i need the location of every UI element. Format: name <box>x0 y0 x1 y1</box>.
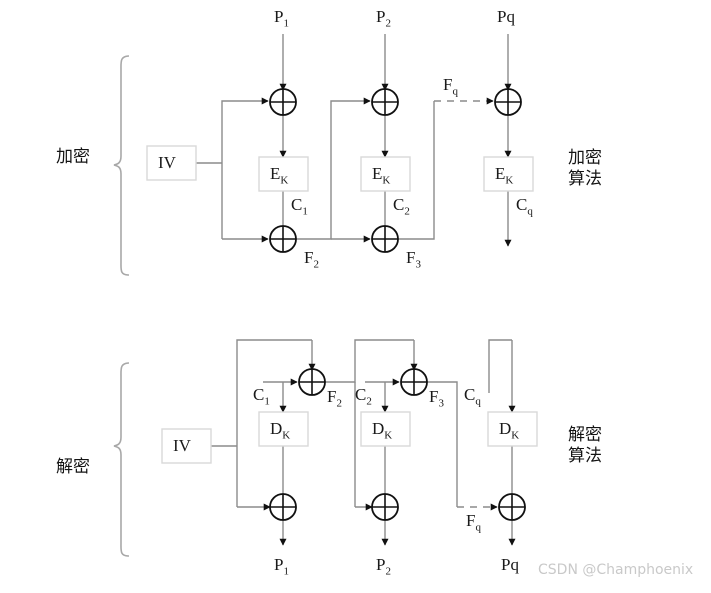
section-label-encryption: 加密 <box>56 147 90 167</box>
right-label-decryption-line1: 解密 <box>568 425 602 445</box>
encryption-xor-crosses <box>270 89 521 252</box>
wire-f3-feedback-rail <box>385 101 435 240</box>
dk-box-2 <box>360 411 411 447</box>
label-p2-output: P2 <box>376 555 391 578</box>
wire-iv-feedback-rail <box>221 97 269 239</box>
wire-cq-branch-dec <box>488 339 512 393</box>
label-f3-encrypt: F3 <box>406 248 421 271</box>
label-dk-1: DK <box>270 419 291 442</box>
label-dk-2: DK <box>372 419 393 442</box>
label-iv-encrypt: IV <box>158 153 176 172</box>
ek-box-q <box>483 156 534 192</box>
csdn-watermark: CSDN @Champhoenix <box>538 562 694 578</box>
label-cq-encrypt: Cq <box>516 195 533 218</box>
label-p1-output: P1 <box>274 555 289 578</box>
label-c2-encrypt: C2 <box>393 195 410 218</box>
dk-box-q <box>487 411 538 447</box>
label-c1-encrypt: C1 <box>291 195 308 218</box>
encryption-wires <box>196 34 512 247</box>
wire-f2-rail-dec <box>325 339 414 383</box>
label-f3-decrypt: F3 <box>429 387 444 410</box>
label-pq-output: Pq <box>501 555 519 574</box>
iv-box-decrypt <box>161 428 212 464</box>
iv-box-encrypt <box>146 145 197 181</box>
right-label-decryption-line2: 算法 <box>568 446 602 466</box>
label-f2-encrypt: F2 <box>304 248 319 271</box>
brace-decryption <box>113 362 130 557</box>
label-ek-1: EK <box>270 164 289 187</box>
right-label-encryption: 加密 算法 <box>568 148 602 190</box>
label-fq-decrypt: Fq <box>466 511 481 534</box>
wire-iv-feedback-rail-dec <box>236 339 312 507</box>
label-ek-2: EK <box>372 164 391 187</box>
label-iv-decrypt: IV <box>173 436 191 455</box>
brace-encryption <box>113 55 130 276</box>
label-c2-decrypt: C2 <box>355 385 372 408</box>
decryption-xor-crosses <box>270 369 525 520</box>
section-braces <box>113 55 130 557</box>
wire-f2-feedback-rail <box>283 97 371 240</box>
label-f2-decrypt: F2 <box>327 387 342 410</box>
decryption-boxes <box>161 411 538 464</box>
right-label-decryption: 解密 算法 <box>568 425 602 467</box>
label-c1-decrypt: C1 <box>253 385 270 408</box>
label-pq-input: Pq <box>497 7 515 26</box>
section-label-decryption: 解密 <box>56 457 90 477</box>
ek-box-2 <box>360 156 411 192</box>
label-fq-encrypt: Fq <box>443 75 458 98</box>
label-cq-decrypt: Cq <box>464 385 481 408</box>
wire-f3-rail-dec <box>427 381 458 507</box>
label-ek-q: EK <box>495 164 514 187</box>
dk-box-1 <box>258 411 309 447</box>
label-p1-input: P1 <box>274 7 289 30</box>
ek-box-1 <box>258 156 309 192</box>
encryption-boxes <box>146 145 534 192</box>
label-p2-input: P2 <box>376 7 391 30</box>
decryption-wires <box>211 339 516 546</box>
label-dk-q: DK <box>499 419 520 442</box>
right-label-encryption-line1: 加密 <box>568 148 602 168</box>
right-label-encryption-line2: 算法 <box>568 169 602 189</box>
